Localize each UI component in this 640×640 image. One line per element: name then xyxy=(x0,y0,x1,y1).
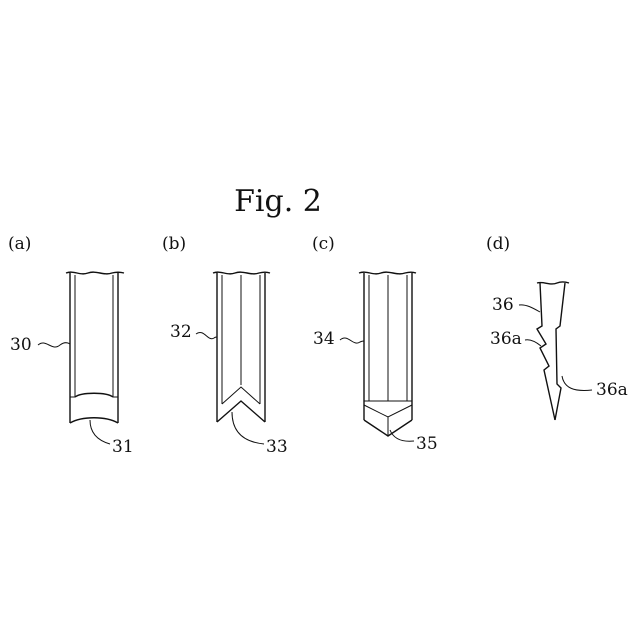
ref-34: 34 xyxy=(313,329,335,349)
panel-label-a: (a) xyxy=(8,234,31,254)
panel-d: (d) 36 36a 36a xyxy=(486,234,628,420)
ref-36: 36 xyxy=(492,295,514,315)
tube-32 xyxy=(213,272,270,422)
ref-36a-right: 36a xyxy=(596,380,628,400)
leader-36a-left xyxy=(525,340,541,346)
tube-30 xyxy=(66,272,124,423)
ref-33: 33 xyxy=(266,437,288,457)
leader-36 xyxy=(519,305,540,312)
leader-36a-right xyxy=(562,376,592,390)
leader-30 xyxy=(38,343,70,347)
leader-32 xyxy=(196,332,217,338)
panel-label-c: (c) xyxy=(312,234,335,254)
panel-b: (b) 32 33 xyxy=(162,234,288,457)
tube-34 xyxy=(359,272,416,436)
panel-c: (c) 34 35 xyxy=(312,234,438,454)
ref-31: 31 xyxy=(112,437,134,457)
leader-34 xyxy=(340,338,364,343)
figure-title: Fig. 2 xyxy=(234,184,322,219)
ref-32: 32 xyxy=(170,322,192,342)
needle-36 xyxy=(537,282,569,420)
panel-a: (a) 30 31 xyxy=(8,234,134,457)
panel-label-d: (d) xyxy=(486,234,510,254)
ref-30: 30 xyxy=(10,335,32,355)
panel-label-b: (b) xyxy=(162,234,186,254)
leader-31 xyxy=(90,420,110,444)
ref-35: 35 xyxy=(416,434,438,454)
ref-36a-left: 36a xyxy=(490,329,522,349)
